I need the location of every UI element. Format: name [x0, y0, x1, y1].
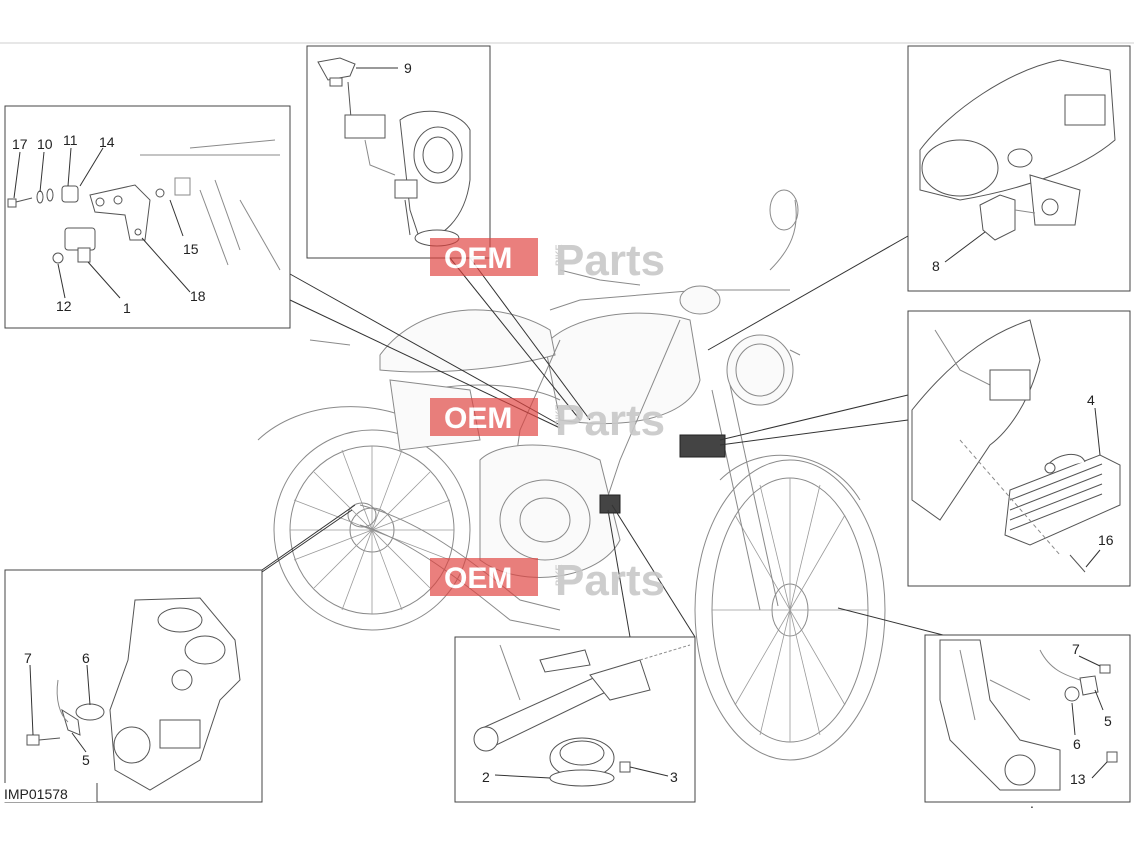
callout-17: 17: [12, 136, 28, 152]
watermark-2: OEM BIKE Parts: [430, 396, 665, 445]
callout-5-front: 5: [1104, 713, 1112, 729]
watermark-oem-text: OEM: [444, 402, 512, 435]
watermark-bike-text: BIKE: [554, 564, 564, 586]
detail-box-steering: [907, 45, 1131, 292]
callout-18: 18: [190, 288, 206, 304]
callout-6-front: 6: [1073, 736, 1081, 752]
detail-box-rear-sensor: [4, 105, 291, 329]
callout-1: 1: [123, 300, 131, 316]
callout-13: 13: [1070, 771, 1086, 787]
callout-8: 8: [932, 258, 940, 274]
watermark-oem-text: OEM: [444, 562, 512, 595]
detail-box-rear-caliper: [4, 569, 263, 803]
callout-10: 10: [37, 136, 53, 152]
callout-4: 4: [1087, 392, 1095, 408]
callout-12: 12: [56, 298, 72, 314]
callout-7-front: 7: [1072, 641, 1080, 657]
detail-box-front-sensor: .: [924, 634, 1131, 811]
detail-box-horn: [454, 636, 696, 803]
detail-box-throttle: [306, 45, 491, 259]
watermark-3: OEM BIKE Parts: [430, 556, 665, 605]
watermark-parts-text: Parts: [555, 556, 665, 605]
watermark-bike-text: BIKE: [554, 244, 564, 266]
callout-labels: 17 10 11 14 15 12 1 18 9 8 4 16 7 6 5 2 …: [12, 60, 1114, 787]
callout-16: 16: [1098, 532, 1114, 548]
callout-14: 14: [99, 134, 115, 150]
watermark-bike-text: BIKE: [554, 404, 564, 426]
callout-9: 9: [404, 60, 412, 76]
callout-6-rear: 6: [82, 650, 90, 666]
watermark-parts-text: Parts: [555, 396, 665, 445]
callout-15: 15: [183, 241, 199, 257]
diagram-code: IMP01578: [4, 786, 68, 802]
callout-7-rear: 7: [24, 650, 32, 666]
watermark-1: OEM BIKE Parts: [430, 236, 665, 285]
watermark-parts-text: Parts: [555, 236, 665, 285]
callout-5-rear: 5: [82, 752, 90, 768]
callout-3: 3: [670, 769, 678, 785]
watermark-oem-text: OEM: [444, 242, 512, 275]
callout-11: 11: [63, 132, 78, 148]
svg-text:.: .: [1030, 795, 1034, 811]
detail-box-regulator: [907, 310, 1131, 587]
callout-2: 2: [482, 769, 490, 785]
